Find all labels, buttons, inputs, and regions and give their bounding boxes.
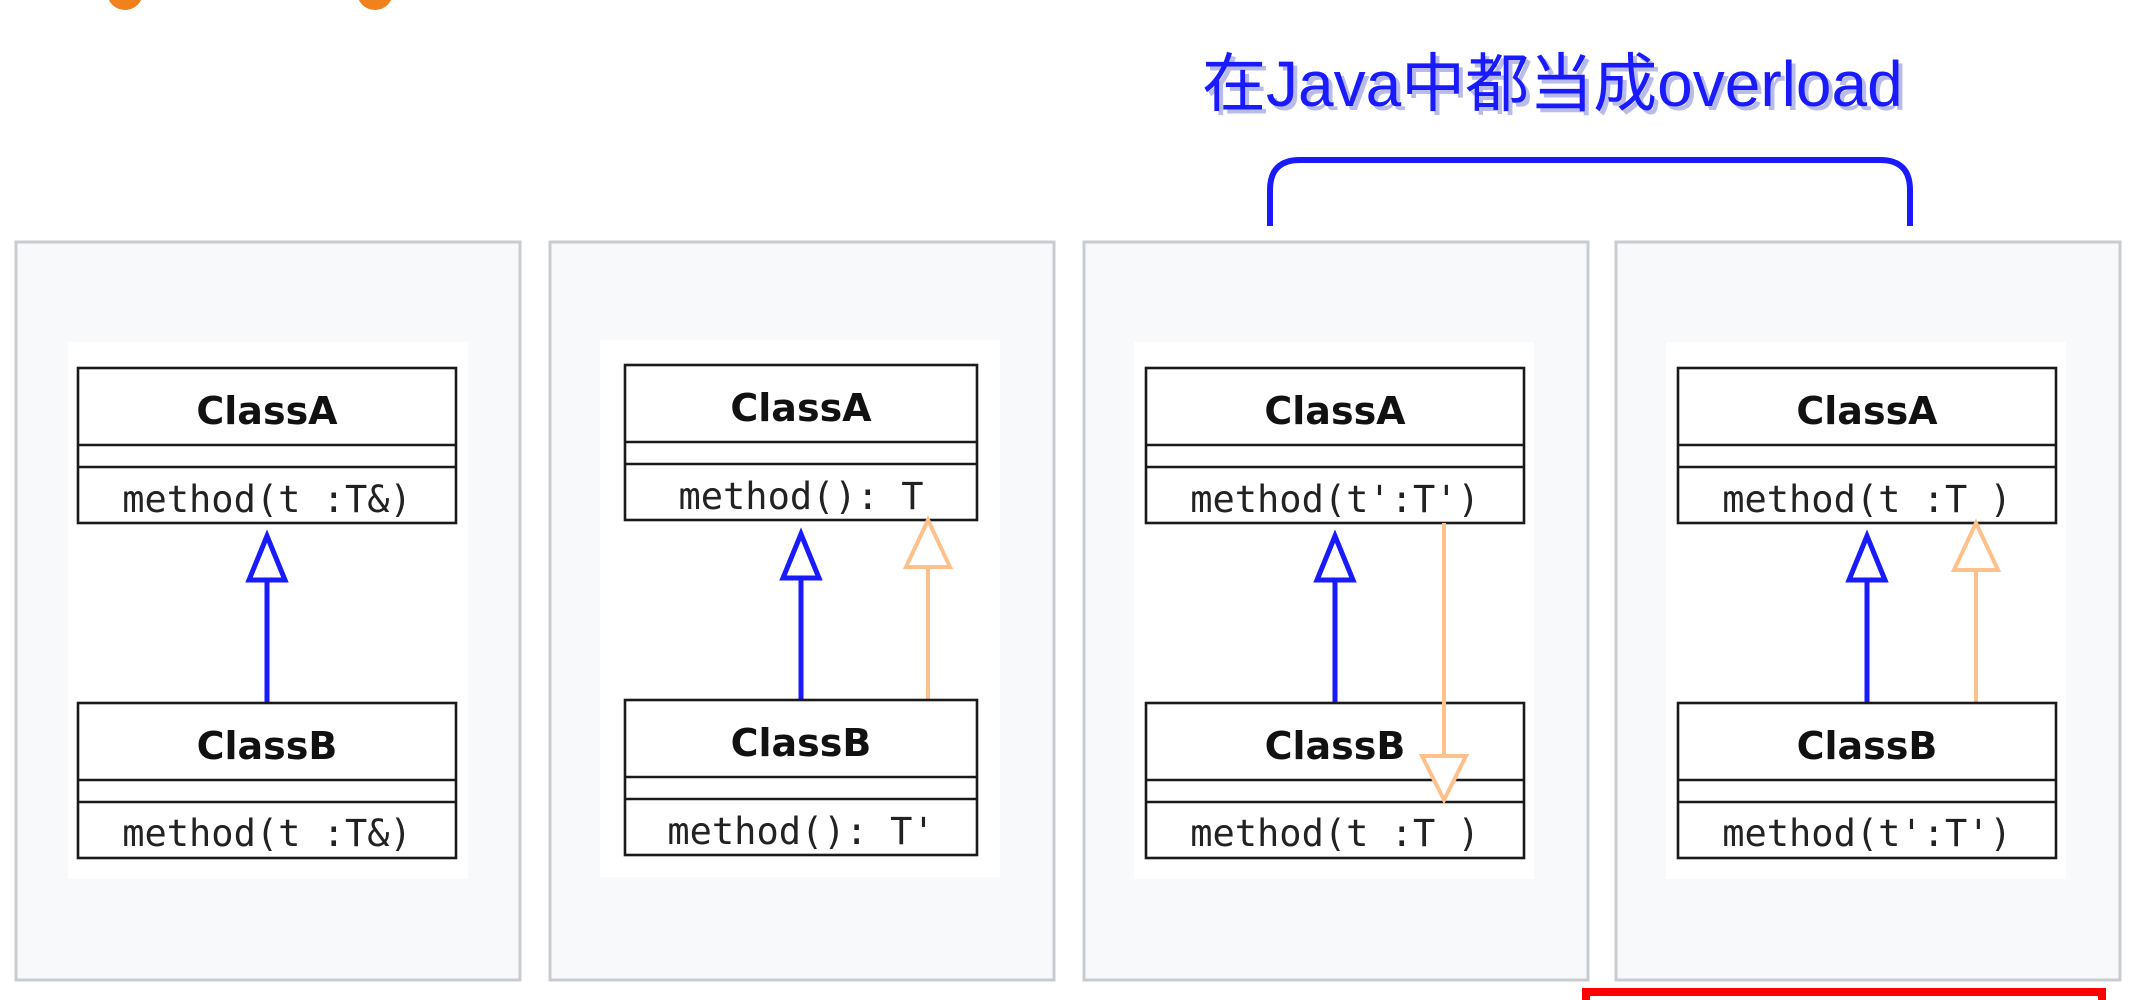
class-a-name: ClassA [1264,389,1406,433]
class-b-method: method(): T' [667,810,934,853]
class-b-box: ClassB method(t :T&) [76,701,458,860]
class-b-method: method(t :T ) [1190,812,1480,855]
override-arrow [1418,523,1470,805]
class-b-box: ClassB method(t :T ) [1144,701,1526,860]
class-b-box: ClassB method(): T' [623,698,979,857]
class-b-name: ClassB [197,724,338,768]
class-a-name: ClassA [1796,389,1938,433]
class-a-name: ClassA [196,389,338,433]
class-b-name: ClassB [1265,724,1406,768]
class-b-name: ClassB [1797,724,1938,768]
class-a-method: method(t :T ) [1722,478,2012,521]
class-a-method: method(t :T&) [122,478,412,521]
heading-shadow: 在Java中都当成overload [1206,52,1907,124]
uml-panel-3: ClassA method(t':T') ClassB method(t :T … [1082,240,1590,982]
class-b-method: method(t':T') [1722,812,2012,855]
inheritance-arrow [1313,529,1357,703]
inheritance-arrow [245,529,289,703]
orange-dot-right [358,0,392,10]
class-a-box: ClassA method(t :T ) [1676,366,2058,525]
class-b-name: ClassB [731,721,872,765]
uml-panel-2: ClassA method(): T ClassB method(): T' [548,240,1056,982]
highlight-box [1582,988,2106,1000]
inheritance-arrow [1845,529,1889,703]
inheritance-arrow [779,527,823,700]
uml-panel-1: ClassA method(t :T&) ClassB method(t :T&… [14,240,522,982]
class-a-box: ClassA method(): T [623,363,979,522]
uml-panel-4: ClassA method(t :T ) ClassB method(t':T'… [1614,240,2122,982]
orange-dot-left [108,0,142,10]
class-a-box: ClassA method(t :T&) [76,366,458,525]
class-b-method: method(t :T&) [122,812,412,855]
class-a-method: method(t':T') [1190,478,1480,521]
grouping-bracket [1267,157,1913,226]
class-a-box: ClassA method(t':T') [1144,366,1526,525]
class-b-box: ClassB method(t':T') [1676,701,2058,860]
class-a-name: ClassA [730,386,872,430]
class-a-method: method(): T [678,475,923,518]
heading-text: 在Java中都当成overload [1202,48,1903,120]
